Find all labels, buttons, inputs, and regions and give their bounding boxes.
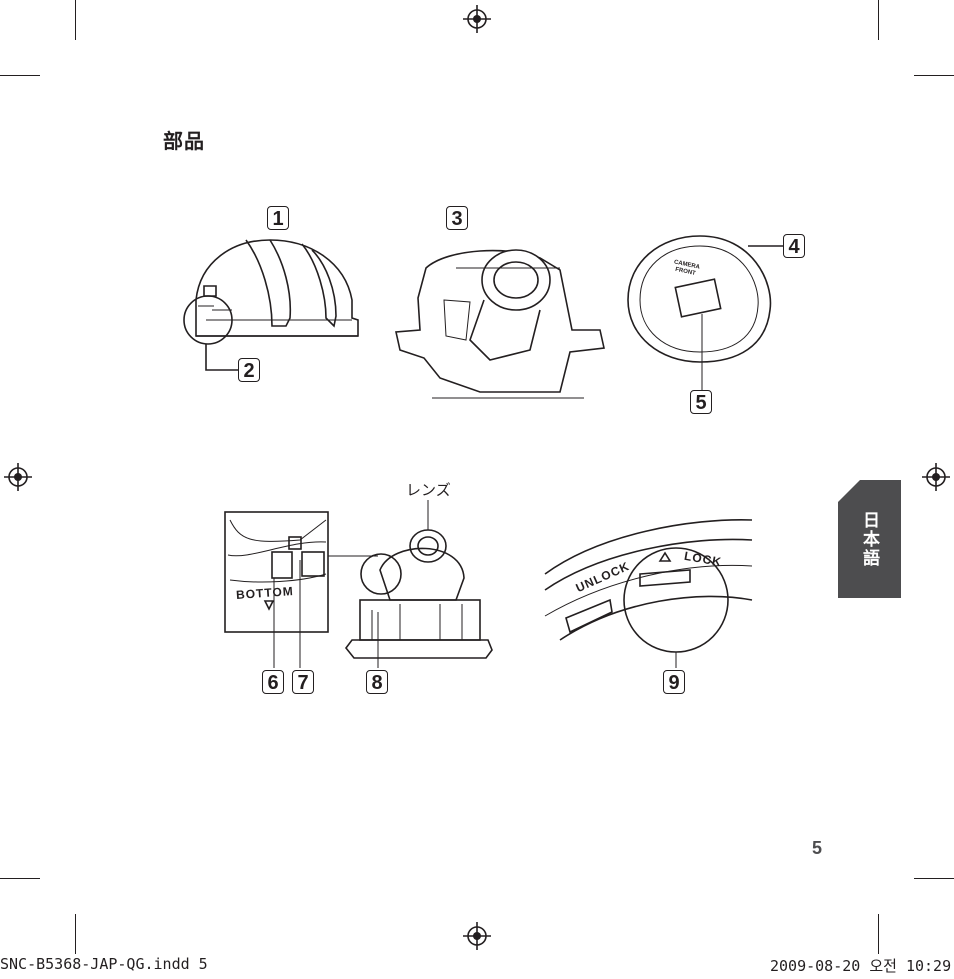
- bottom-detail-illustration: [224, 511, 378, 668]
- registration-mark-icon: [4, 463, 32, 491]
- footer-file: SNC-B5368-JAP-QG.indd 5: [0, 955, 208, 973]
- callout-2: 2: [238, 358, 260, 382]
- callout-8: 8: [366, 670, 388, 694]
- crop-mark-top-left-h: [0, 75, 40, 76]
- callout-5: 5: [690, 390, 712, 414]
- crop-mark-bottom-left-h: [0, 878, 40, 879]
- footer-datetime: 2009-08-20 오전 10:29:: [770, 957, 954, 975]
- registration-mark-icon: [463, 922, 491, 950]
- callout-6: 6: [262, 670, 284, 694]
- crop-mark-top-left-v: [75, 0, 76, 40]
- callout-4: 4: [783, 234, 805, 258]
- registration-mark-icon: [922, 463, 950, 491]
- language-tab: [838, 480, 901, 598]
- lock-ring-illustration: [627, 235, 783, 390]
- crop-mark-top-right-h: [914, 75, 954, 76]
- callout-7: 7: [292, 670, 314, 694]
- dome-cover-illustration: [183, 239, 359, 371]
- crop-mark-bottom-right-v: [878, 914, 879, 954]
- registration-mark-icon: [463, 5, 491, 33]
- crop-mark-bottom-left-v: [75, 914, 76, 954]
- lens-label: レンズ: [406, 481, 451, 499]
- callout-1: 1: [267, 206, 289, 230]
- crop-mark-top-right-v: [878, 0, 879, 40]
- callout-9: 9: [663, 670, 685, 694]
- section-title: 部品: [163, 129, 205, 153]
- lock-detail-illustration: [544, 519, 753, 668]
- camera-module-illustration: [395, 249, 605, 399]
- callout-3: 3: [446, 206, 468, 230]
- camera-side-illustration: [344, 500, 493, 668]
- crop-mark-bottom-right-h: [914, 878, 954, 879]
- page-number: 5: [812, 838, 823, 858]
- language-tab-label: 日本語: [859, 510, 879, 568]
